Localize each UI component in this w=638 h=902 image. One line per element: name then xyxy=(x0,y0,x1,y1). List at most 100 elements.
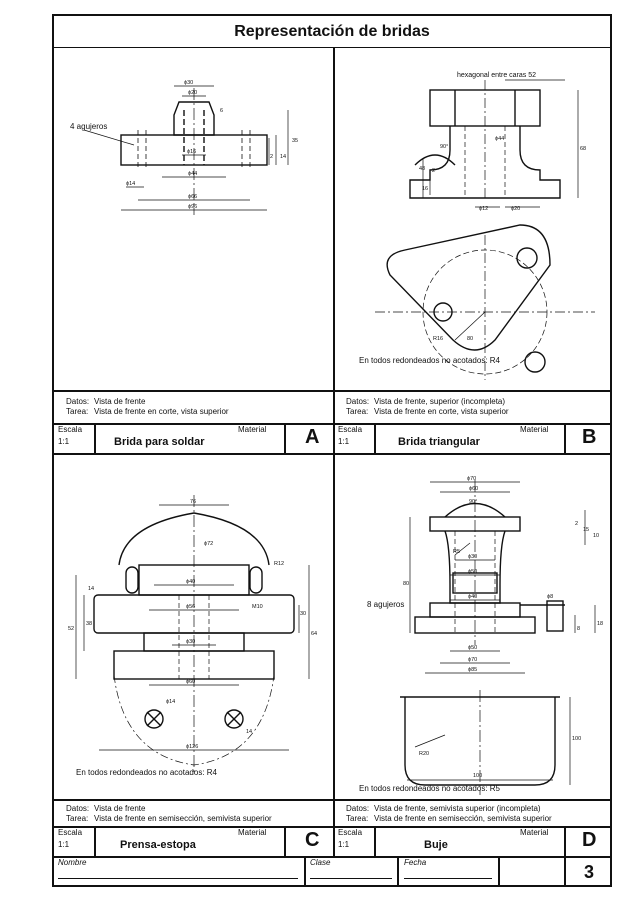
dim-d-14: ϕ50 xyxy=(468,645,477,651)
dim-c-5: 38 xyxy=(86,621,92,627)
panel-c-info-bottom xyxy=(54,826,610,828)
panel-c-scale-label: Escala xyxy=(58,828,83,837)
panel-a-tarea-key: Tarea: xyxy=(66,407,89,416)
panel-b-scale-value: 1:1 xyxy=(338,437,350,446)
panel-b-letter: B xyxy=(582,426,597,448)
panel-d-letter: D xyxy=(582,829,597,851)
panel-b-name: Brida triangular xyxy=(398,436,480,448)
dim-a-10: ϕ96 xyxy=(188,204,197,210)
panel-b-drawing: ϕ44 90° 48 68 2 16 ϕ12 ϕ20 R16 80 hexago… xyxy=(335,50,612,390)
sep xyxy=(284,423,286,453)
dim-a-7: ϕ44 xyxy=(188,171,197,177)
dim-c-0: 76 xyxy=(190,499,196,505)
panel-b-tarea-key: Tarea: xyxy=(346,407,369,416)
panel-c-note: En todos redondeados no acotados: R4 xyxy=(76,768,217,777)
panel-a-tarea: Vista de frente en corte, vista superior xyxy=(94,407,229,416)
dim-c-12: ϕ60 xyxy=(186,679,195,685)
sep xyxy=(564,856,566,887)
dim-b-6: ϕ12 xyxy=(479,206,488,212)
panel-c-drawing-bottom xyxy=(54,799,610,801)
dim-d-1: ϕ60 xyxy=(469,486,478,492)
panel-b-note: En todos redondeados no acotados: R4 xyxy=(359,356,500,365)
panel-d-callout: 8 agujeros xyxy=(367,600,404,609)
panel-c-scale-value: 1:1 xyxy=(58,840,70,849)
dim-c-4: ϕ40 xyxy=(186,579,195,585)
dim-a-1: ϕ20 xyxy=(188,90,197,96)
sep xyxy=(397,856,399,887)
panel-c-tarea: Vista de frente en semisección, semivist… xyxy=(94,814,272,823)
dim-b-2: 48 xyxy=(419,166,425,172)
panel-a-svg: ϕ30 ϕ20 6 35 2 14 ϕ16 ϕ44 ϕ14 ϕ66 ϕ96 4 … xyxy=(70,80,298,215)
sep xyxy=(284,826,286,856)
top-row-bottom xyxy=(54,453,610,455)
panel-d-material-label: Material xyxy=(520,828,549,837)
sep xyxy=(94,423,96,453)
dim-d-18: R20 xyxy=(419,751,429,757)
panel-c-tarea-line: Tarea: Vista de frente en semisección, se… xyxy=(66,814,272,824)
dim-d-3: 2 xyxy=(575,521,578,527)
panel-d-note: En todos redondeados no acotados: R5 xyxy=(359,784,500,793)
dim-b-7: ϕ20 xyxy=(511,206,520,212)
panel-c-drawing: 76 ϕ72 R12 14 ϕ40 38 52 ϕ56 M10 30 64 ϕ3… xyxy=(54,455,333,799)
panel-b-callout: hexagonal entre caras 52 xyxy=(457,72,536,79)
dim-d-15: ϕ70 xyxy=(468,657,477,663)
dim-d-11: ϕ8 xyxy=(547,594,553,600)
sep xyxy=(564,423,566,453)
dim-d-10: ϕ40 xyxy=(468,594,477,600)
panel-c-tarea-key: Tarea: xyxy=(66,814,89,823)
dim-c-9: 30 xyxy=(300,611,306,617)
dim-c-3: 14 xyxy=(88,586,94,592)
panel-d-tarea: Vista de frente en semisección, semivist… xyxy=(374,814,552,823)
sep xyxy=(374,826,376,856)
dim-b-3: 68 xyxy=(580,146,586,152)
panel-b-scale-label: Escala xyxy=(338,425,363,434)
dim-d-17: 100 xyxy=(572,736,581,742)
panel-c-name: Prensa-estopa xyxy=(120,839,196,851)
dim-c-15: ϕ126 xyxy=(186,744,198,750)
panel-d-scale-label: Escala xyxy=(338,828,363,837)
sep xyxy=(498,856,500,887)
dim-a-8: ϕ14 xyxy=(126,181,135,187)
dim-a-9: ϕ66 xyxy=(188,194,197,200)
fecha-line[interactable] xyxy=(404,878,492,879)
panel-c-material-label: Material xyxy=(238,828,267,837)
panel-d-tarea-line: Tarea:Vista de frente en semisección, se… xyxy=(346,814,552,824)
clase-line[interactable] xyxy=(310,878,392,879)
panel-b-datos: Vista de frente, superior (incompleta) xyxy=(374,397,506,406)
dim-c-6: 52 xyxy=(68,626,74,632)
bottom-row-bottom xyxy=(54,856,610,858)
panel-d-scale-value: 1:1 xyxy=(338,840,350,849)
panel-a-callout: 4 agujeros xyxy=(70,122,107,131)
drawing-sheet: Representación de bridas xyxy=(52,14,612,887)
panel-b-material-label: Material xyxy=(520,425,549,434)
panel-c-svg: 76 ϕ72 R12 14 ϕ40 38 52 ϕ56 M10 30 64 ϕ3… xyxy=(68,495,317,775)
dim-d-2: 90° xyxy=(469,499,477,505)
footer-clase-label: Clase xyxy=(310,858,331,867)
panel-a-drawing-bottom xyxy=(54,390,610,392)
panel-b-datos-line: Datos: Vista de frente, superior (incompl… xyxy=(346,397,505,407)
panel-d-drawing: ϕ70 ϕ60 90° 2 15 10 R5 ϕ30 80 ϕ50 ϕ40 ϕ8… xyxy=(335,455,612,799)
dim-a-6: ϕ16 xyxy=(187,149,196,155)
dim-c-14: 14 xyxy=(246,729,252,735)
dim-c-7: ϕ56 xyxy=(186,604,195,610)
dim-b-1: 90° xyxy=(440,144,448,150)
panel-b-datos-key: Datos: xyxy=(346,397,370,406)
panel-c-datos-key: Datos: xyxy=(66,804,90,813)
panel-b-svg: ϕ44 90° 48 68 2 16 ϕ12 ϕ20 R16 80 hexago… xyxy=(375,72,595,380)
dim-d-7: ϕ30 xyxy=(468,554,477,560)
dim-a-5: 14 xyxy=(280,154,286,160)
panel-a-letter: A xyxy=(305,426,320,448)
page-number: 3 xyxy=(584,862,595,882)
sep xyxy=(304,856,306,887)
footer-nombre-label: Nombre xyxy=(58,858,87,867)
nombre-line[interactable] xyxy=(58,878,298,879)
dim-d-4: 15 xyxy=(583,527,589,533)
dim-d-13: 8 xyxy=(577,626,580,632)
panel-d-datos: Vista de frente, semivista superior (inc… xyxy=(374,804,541,813)
panel-b-tarea: Vista de frente en corte, vista superior xyxy=(374,407,509,416)
dim-b-8: R16 xyxy=(433,336,443,342)
dim-c-2: R12 xyxy=(274,561,284,567)
panel-a-scale-value: 1:1 xyxy=(58,437,70,446)
panel-a-datos-line: Datos:Vista de frente xyxy=(66,397,145,407)
dim-d-6: R5 xyxy=(453,549,460,555)
